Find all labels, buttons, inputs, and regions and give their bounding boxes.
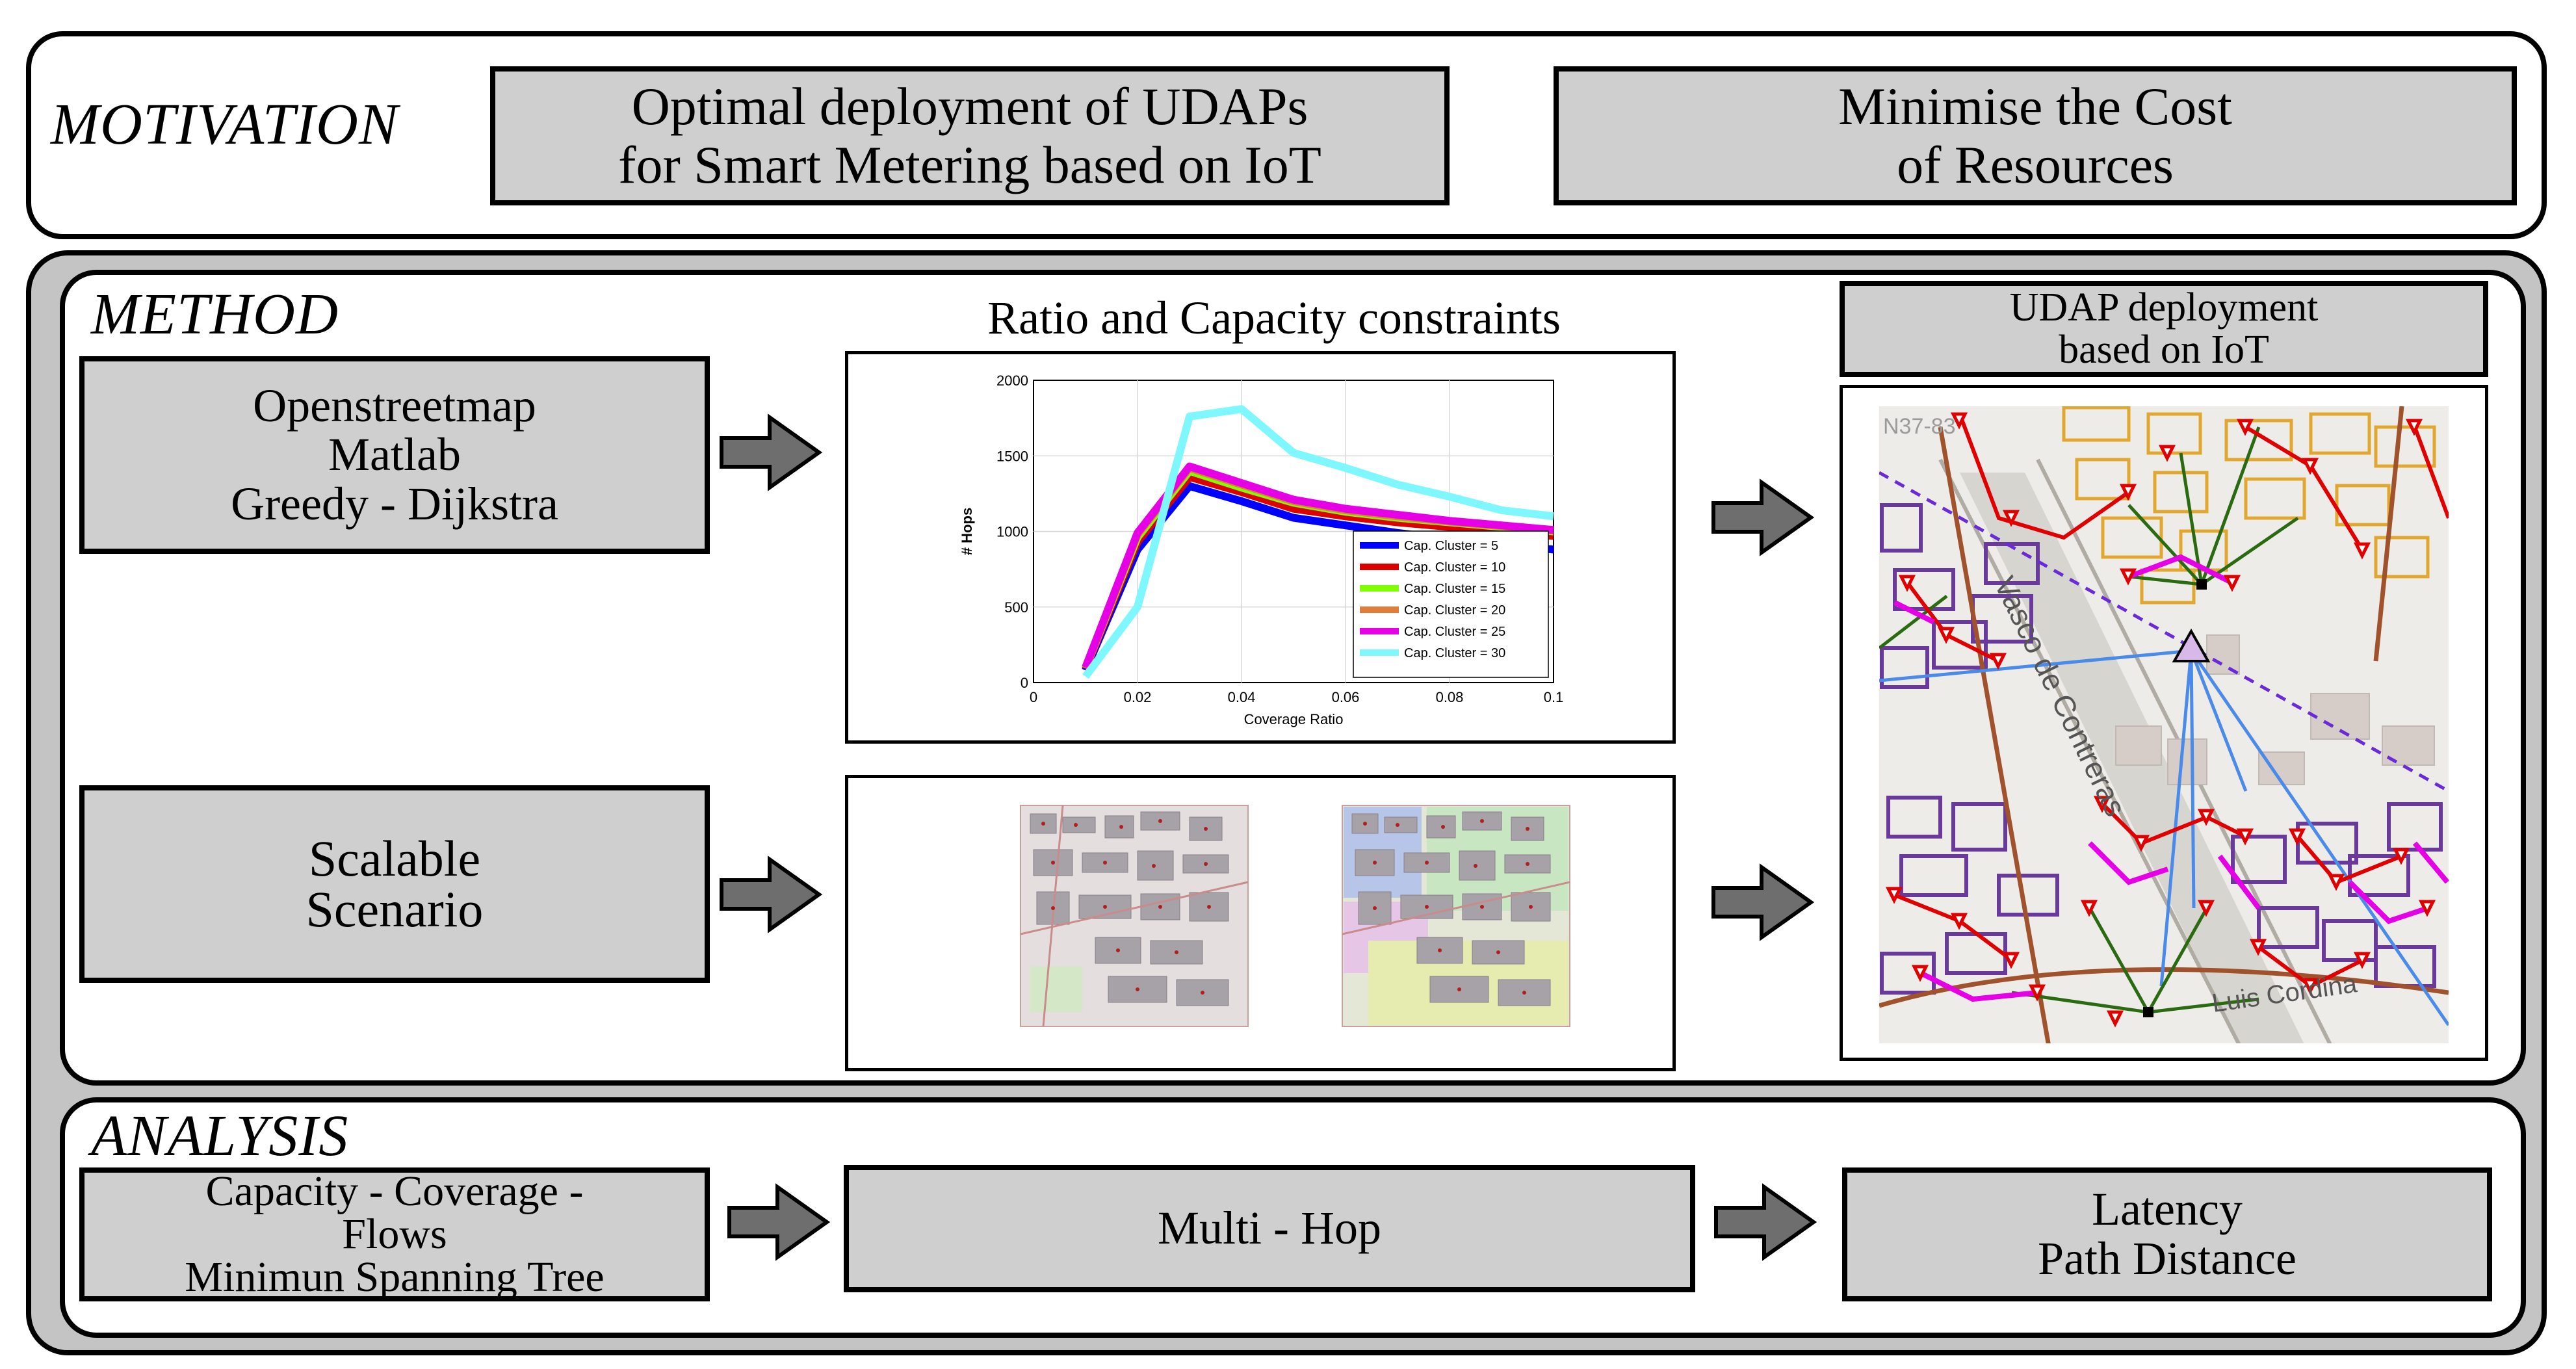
motivation-cost-line1: Minimise the Cost (1838, 76, 2232, 136)
y-tick-label: 500 (1004, 599, 1028, 616)
scenario-maps (1020, 805, 1570, 1027)
x-tick-label: 0 (1030, 689, 1037, 705)
motivation-objective-box: Optimal deployment of UDAPs for Smart Me… (490, 66, 1450, 205)
motivation-objective-line2: for Smart Metering based on IoT (618, 135, 1321, 194)
analysis-constraints-line3: Minimun Spanning Tree (185, 1253, 605, 1301)
motivation-label: MOTIVATION (51, 92, 398, 157)
analysis-multihop-box: Multi - Hop (844, 1165, 1695, 1292)
chart-title: Ratio and Capacity constraints (987, 292, 1561, 344)
analysis-latency-line1: Latency (2092, 1183, 2243, 1236)
udap-map-frame: N37-83 Vasco de Contreras Luis Cordina (1840, 385, 2488, 1061)
arrow-right-icon (1711, 863, 1815, 941)
analysis-label: ANALYSIS (91, 1104, 349, 1168)
legend-label: Cap. Cluster = 20 (1404, 603, 1505, 618)
arrow-right-icon (727, 1183, 831, 1261)
motivation-cost-box: Minimise the Cost of Resources (1554, 66, 2517, 205)
method-label: METHOD (91, 282, 339, 346)
y-tick-label: 2000 (996, 372, 1028, 389)
scenario-image-frame (845, 775, 1676, 1071)
method-tool-osm: Openstreetmap (253, 379, 536, 432)
x-tick-label: 0.02 (1124, 689, 1152, 705)
udap-deployment-map: N37-83 Vasco de Contreras Luis Cordina (1879, 406, 2449, 1043)
y-tick-label: 0 (1021, 675, 1028, 691)
method-scalable-line1: Scalable (308, 830, 481, 887)
x-tick-label: 0.08 (1436, 689, 1464, 705)
y-tick-label: 1000 (996, 524, 1028, 540)
motivation-cost-line2: of Resources (1897, 135, 2174, 194)
udap-title-box: UDAP deployment based on IoT (1840, 281, 2488, 377)
udap-title-line1: UDAP deployment (2009, 285, 2319, 330)
udap-title-line2: based on IoT (2059, 328, 2269, 372)
x-tick-label: 0.04 (1228, 689, 1256, 705)
analysis-constraints-line2: Flows (342, 1210, 447, 1258)
method-tools-box: Openstreetmap Matlab Greedy - Dijkstra (79, 356, 710, 554)
arrow-right-icon (1714, 1183, 1817, 1261)
analysis-latency-line2: Path Distance (2038, 1232, 2296, 1284)
motivation-panel (26, 31, 2547, 239)
legend-label: Cap. Cluster = 30 (1404, 646, 1505, 660)
motivation-objective-line1: Optimal deployment of UDAPs (631, 76, 1308, 136)
legend-label: Cap. Cluster = 15 (1404, 582, 1505, 596)
legend-label: Cap. Cluster = 25 (1404, 625, 1505, 639)
analysis-constraints-box: Capacity - Coverage - Flows Minimun Span… (79, 1167, 710, 1301)
map-code-label: N37-83 (1883, 414, 1956, 439)
y-axis-label: # Hops (959, 508, 975, 555)
analysis-latency-box: Latency Path Distance (1842, 1167, 2492, 1301)
y-tick-label: 1500 (996, 448, 1028, 464)
x-axis-label: Coverage Ratio (1244, 711, 1344, 727)
arrow-right-icon (720, 413, 823, 491)
method-tool-matlab: Matlab (328, 428, 461, 481)
analysis-constraints-line1: Capacity - Coverage - (205, 1167, 584, 1215)
method-scalable-line2: Scenario (306, 881, 484, 937)
method-scalable-box: Scalable Scenario (79, 785, 710, 983)
arrow-right-icon (1711, 478, 1815, 556)
method-tool-greedy: Greedy - Dijkstra (231, 477, 558, 530)
series-line (1082, 405, 1554, 679)
x-tick-label: 0.06 (1332, 689, 1360, 705)
line-chart: 0 0.02 0.04 0.06 0.08 0.1 0 500 1000 1500 2000Cove… (959, 372, 1564, 727)
legend-label: Cap. Cluster = 5 (1404, 539, 1498, 553)
x-tick-label: 0.1 (1544, 689, 1564, 705)
analysis-multihop-text: Multi - Hop (1157, 1202, 1381, 1255)
legend-label: Cap. Cluster = 10 (1404, 560, 1505, 575)
arrow-right-icon (720, 855, 823, 933)
